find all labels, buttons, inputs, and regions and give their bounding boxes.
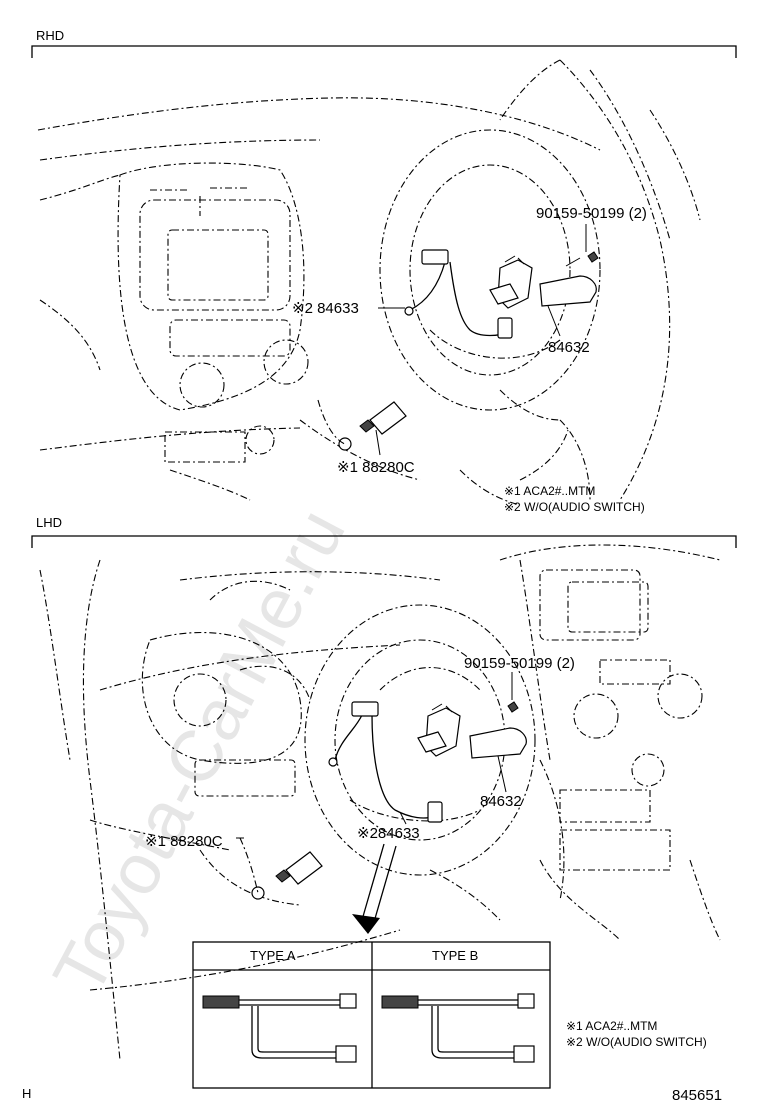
footer-code: H — [22, 1086, 31, 1101]
rhd-label: RHD — [36, 28, 64, 43]
rhd-section: RHD — [31, 28, 737, 514]
lhd-wire-harness — [328, 701, 443, 823]
type-box: TYPE A TYPE B — [192, 941, 551, 1089]
lhd-sensor-label: ※1 88280C — [145, 833, 223, 850]
lhd-bracket — [31, 535, 737, 548]
lhd-bolt — [507, 680, 519, 713]
rhd-bolt-label: 90159-50199 (2) — [536, 205, 647, 222]
rhd-wire-label: ※2 84633 — [292, 300, 359, 317]
type-b-harness — [381, 993, 535, 1063]
rhd-note-2: ※2 W/O(AUDIO SWITCH) — [504, 500, 645, 514]
lhd-dashboard — [39, 544, 721, 1061]
lhd-steering-wheel — [304, 604, 536, 876]
lhd-wire-label: ※284633 — [357, 825, 420, 842]
rhd-callouts: 90159-50199 (2) ※2 84633 84632 ※1 88280C — [292, 205, 647, 481]
lhd-note-2: ※2 W/O(AUDIO SWITCH) — [566, 1035, 707, 1049]
rhd-sensor — [317, 399, 407, 451]
rhd-dashboard — [37, 59, 701, 506]
type-arrow — [352, 914, 380, 934]
lhd-notes: ※1 ACA2#..MTM ※2 W/O(AUDIO SWITCH) — [566, 1019, 707, 1049]
type-a-harness — [202, 993, 357, 1063]
rhd-switch-label: 84632 — [548, 339, 590, 356]
rhd-bracket — [31, 45, 737, 58]
diagram-number: 845651 — [672, 1087, 722, 1104]
rhd-notes: ※1 ACA2#..MTM ※2 W/O(AUDIO SWITCH) — [504, 484, 645, 514]
lhd-section: LHD — [31, 515, 737, 1089]
rhd-wire-harness — [404, 249, 513, 339]
lhd-switch-assembly — [417, 703, 527, 759]
lhd-switch-label: 84632 — [480, 793, 522, 810]
rhd-bolt — [565, 238, 599, 267]
type-a-label: TYPE A — [250, 948, 296, 963]
lhd-sensor — [239, 837, 323, 900]
rhd-note-1: ※1 ACA2#..MTM — [504, 484, 595, 498]
rhd-switch-assembly — [489, 255, 597, 309]
rhd-steering-wheel — [379, 129, 601, 421]
type-b-label: TYPE B — [432, 948, 478, 963]
lhd-bolt-label: 90159-50199 (2) — [464, 655, 575, 672]
rhd-sensor-label: ※1 88280C — [337, 459, 415, 476]
lhd-label: LHD — [36, 515, 62, 530]
lhd-note-1: ※1 ACA2#..MTM — [566, 1019, 657, 1033]
lhd-callouts: 90159-50199 (2) 84632 ※284633 ※1 88280C — [145, 655, 575, 934]
watermark: Toyota-CarMe.ru — [38, 497, 360, 1008]
